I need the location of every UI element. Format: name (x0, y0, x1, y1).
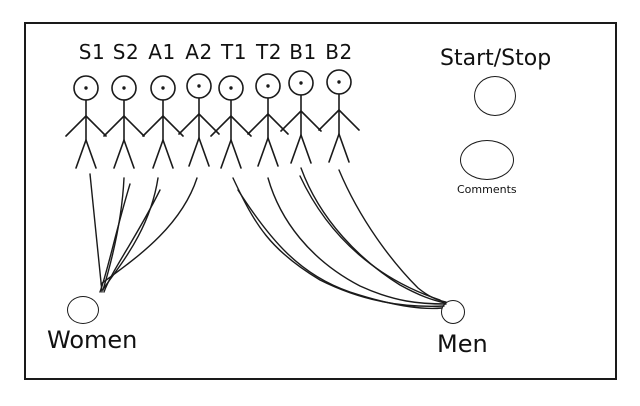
start-stop-label: Start/Stop (440, 46, 552, 71)
voice-label-s1: S1 (78, 40, 106, 64)
men-group-node[interactable] (441, 300, 465, 324)
voice-label-t1: T1 (221, 40, 247, 64)
men-label: Men (437, 330, 488, 358)
voice-label-a1: A1 (148, 40, 176, 64)
singer-figure-s2[interactable] (107, 72, 141, 178)
singer-figure-t2[interactable] (251, 70, 285, 176)
singer-figure-a1[interactable] (146, 72, 180, 178)
women-group-node[interactable] (67, 296, 99, 324)
singer-figure-b2[interactable] (322, 66, 356, 172)
singer-figure-b1[interactable] (284, 67, 318, 173)
voice-label-t2: T2 (256, 40, 282, 64)
voice-label-b2: B2 (325, 40, 353, 64)
comments-label: Comments (457, 183, 517, 196)
voice-label-a2: A2 (185, 40, 213, 64)
voice-label-s2: S2 (112, 40, 140, 64)
start-stop-button[interactable] (474, 76, 516, 116)
singer-figure-t1[interactable] (214, 72, 248, 178)
comments-button[interactable] (460, 140, 514, 180)
voice-label-b1: B1 (289, 40, 317, 64)
singer-figure-s1[interactable] (69, 72, 103, 178)
women-label: Women (47, 326, 138, 354)
singer-figure-a2[interactable] (182, 70, 216, 176)
